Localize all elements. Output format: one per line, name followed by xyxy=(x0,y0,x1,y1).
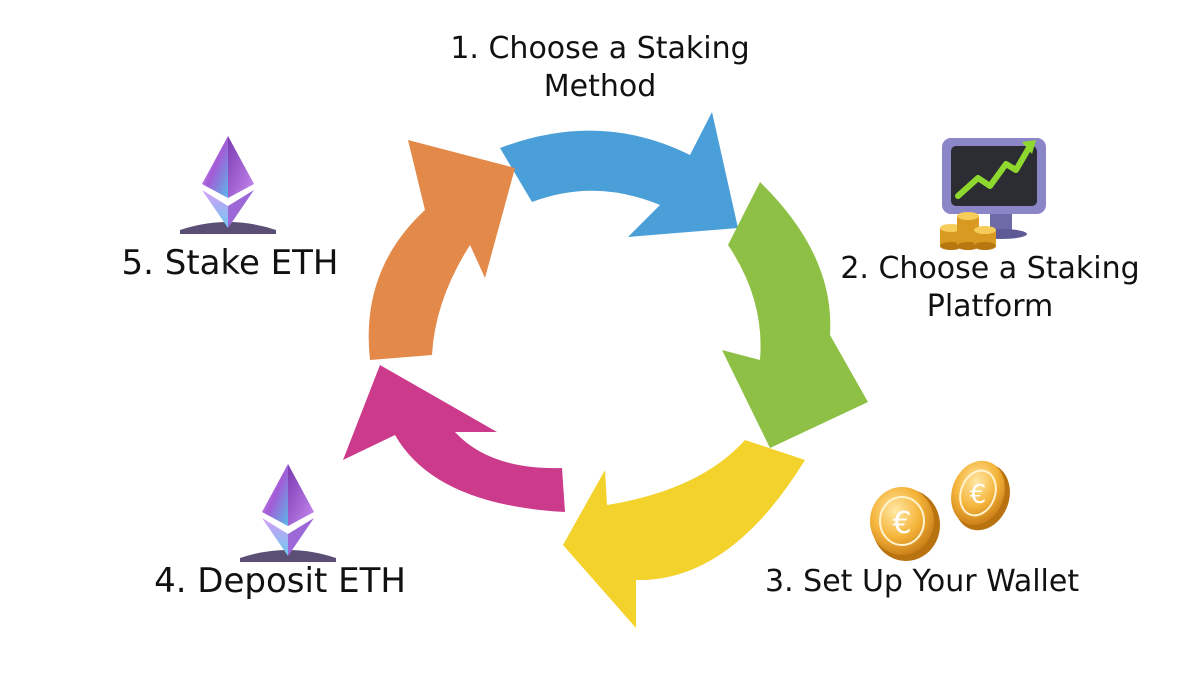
monitor-chart-coins-icon xyxy=(940,138,1046,250)
step-4-label-line-1: 4. Deposit ETH xyxy=(154,561,406,601)
arrow-step-3 xyxy=(563,440,805,628)
arrow-step-5 xyxy=(368,140,515,360)
svg-text:€: € xyxy=(970,480,987,510)
step-2-label: 2. Choose a Staking Platform xyxy=(830,250,1150,327)
step-2-label-line-2: Platform xyxy=(926,289,1054,325)
step-3-label-line-1: 3. Set Up Your Wallet xyxy=(765,564,1080,599)
step-2-label-line-1: 2. Choose a Staking xyxy=(840,251,1140,286)
arrow-step-4 xyxy=(343,365,565,512)
step-1-label: 1. Choose a Staking Method xyxy=(420,30,780,107)
arrow-step-1 xyxy=(500,112,738,237)
ethereum-icon xyxy=(180,136,276,234)
step-3-label: 3. Set Up Your Wallet xyxy=(765,563,1095,601)
ethereum-icon xyxy=(240,464,336,562)
step-4-label: 4. Deposit ETH xyxy=(150,560,410,604)
arrow-step-2 xyxy=(722,182,868,448)
euro-coins-icon: € € xyxy=(870,460,1010,561)
step-5-label-line-1: 5. Stake ETH xyxy=(121,243,339,283)
step-1-label-line-2: Method xyxy=(543,69,657,105)
svg-text:€: € xyxy=(892,506,911,541)
step-5-label: 5. Stake ETH xyxy=(110,242,350,286)
step-1-label-line-1: 1. Choose a Staking xyxy=(450,31,750,66)
